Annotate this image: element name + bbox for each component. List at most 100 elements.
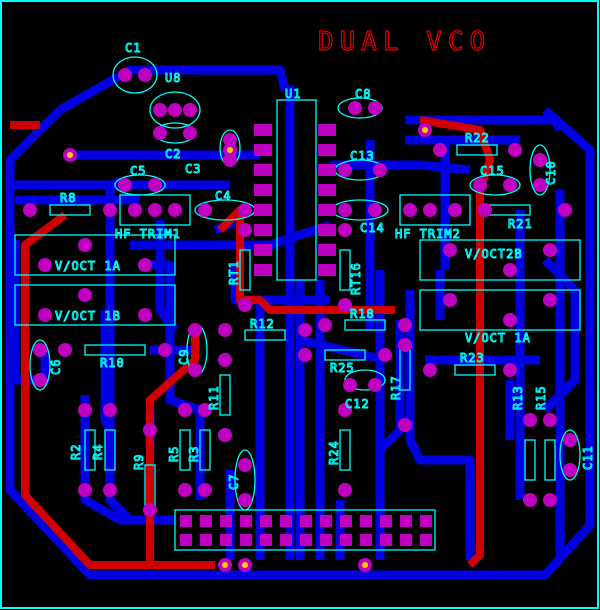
pad: [223, 133, 237, 147]
capacitor-outline: [529, 144, 551, 196]
pad: [338, 203, 352, 217]
header-pin-pad: [340, 534, 352, 546]
pad: [403, 203, 417, 217]
via-marker: [242, 562, 248, 568]
bottom-trace: [230, 265, 330, 305]
pad: [38, 258, 52, 272]
header-pin-pad: [340, 515, 352, 527]
ic-pin-pad: [318, 144, 336, 156]
pad: [103, 203, 117, 217]
header-pin-pad: [220, 515, 232, 527]
pad: [58, 343, 72, 357]
pad: [78, 288, 92, 302]
label-r22: R22: [465, 131, 490, 145]
header-pin-pad: [280, 534, 292, 546]
bottom-trace: [541, 256, 580, 414]
capacitor-outline: [234, 449, 256, 511]
pad: [423, 203, 437, 217]
label-u1: U1: [285, 87, 301, 101]
capacitor-outline: [559, 429, 581, 481]
header-pin-pad: [200, 534, 212, 546]
via-marker: [227, 147, 233, 153]
label-r5: R5: [167, 446, 181, 462]
ic-pin-pad: [254, 124, 272, 136]
header-pin-pad: [380, 534, 392, 546]
label-c6: C6: [49, 359, 63, 375]
ic-pin-pad: [318, 184, 336, 196]
top-trace: [217, 206, 395, 314]
bottom-trace: [5, 106, 595, 580]
header-pin-pad: [360, 515, 372, 527]
header-pin-pad: [360, 534, 372, 546]
trimmer-voct-1a-right-outline: [419, 289, 581, 331]
capacitor-outline: [114, 174, 166, 196]
capacitor-outline: [29, 339, 51, 391]
pad: [218, 428, 232, 442]
pad: [318, 318, 332, 332]
top-trace: [419, 116, 494, 568]
label-r13: R13: [511, 385, 525, 410]
resistor-outline: [339, 429, 351, 471]
via-marker: [67, 152, 73, 158]
pad: [343, 378, 357, 392]
trimmer-voct-2b-outline: [419, 239, 581, 281]
resistor-outline: [104, 429, 116, 471]
pad: [543, 243, 557, 257]
label-c4: C4: [215, 189, 231, 203]
label-r4: R4: [91, 444, 105, 460]
pad: [533, 178, 547, 192]
label-c14: C14: [360, 221, 385, 235]
silkscreen-outlines: [14, 56, 581, 551]
header-pin-pad: [220, 534, 232, 546]
label-r18: R18: [350, 307, 375, 321]
pad: [148, 178, 162, 192]
header-pin-pad: [180, 515, 192, 527]
pad: [183, 126, 197, 140]
label-r3: R3: [187, 446, 201, 462]
label-c5: C5: [130, 164, 146, 178]
pad: [153, 126, 167, 140]
hf-trim1-outline: [119, 194, 191, 226]
trimmer-voct-1a-outline: [14, 234, 176, 276]
bottom-trace: [57, 65, 290, 114]
label-r10: R10: [100, 356, 125, 370]
label-c3: C3: [185, 162, 201, 176]
pad: [168, 103, 182, 117]
pad: [223, 153, 237, 167]
ic-pin-pad: [254, 184, 272, 196]
label-r12: R12: [250, 317, 275, 331]
header-pin-pad: [280, 515, 292, 527]
pad: [398, 418, 412, 432]
header-pin-pad: [240, 515, 252, 527]
pad: [218, 353, 232, 367]
pad: [508, 143, 522, 157]
resistor-outline: [454, 364, 496, 376]
label-voct1b: V/OCT 1B: [55, 309, 121, 323]
label-voct1a: V/OCT 1A: [55, 259, 121, 273]
bottom-trace: [155, 220, 179, 333]
pad: [448, 203, 462, 217]
label-c13: C13: [350, 149, 375, 163]
ic-u1-outline: [276, 99, 317, 281]
resistor-outline: [524, 439, 536, 481]
pad: [523, 413, 537, 427]
pad: [378, 348, 392, 362]
resistor-outline: [244, 329, 286, 341]
pad: [138, 258, 152, 272]
board-title: DUAL VCO: [318, 27, 491, 57]
resistor-outline: [239, 249, 251, 291]
ic-pin-pad: [318, 124, 336, 136]
pad: [78, 403, 92, 417]
resistor-outline: [84, 429, 96, 471]
pad: [38, 308, 52, 322]
ic-pin-pad: [318, 164, 336, 176]
pad: [503, 363, 517, 377]
label-r15: R15: [534, 385, 548, 410]
capacitor-outline: [469, 174, 521, 196]
label-rt16: RT16: [349, 262, 363, 295]
capacitor-outline: [344, 369, 386, 391]
pad: [563, 463, 577, 477]
pad: [33, 343, 47, 357]
label-r25: R25: [330, 361, 355, 375]
pad: [558, 203, 572, 217]
